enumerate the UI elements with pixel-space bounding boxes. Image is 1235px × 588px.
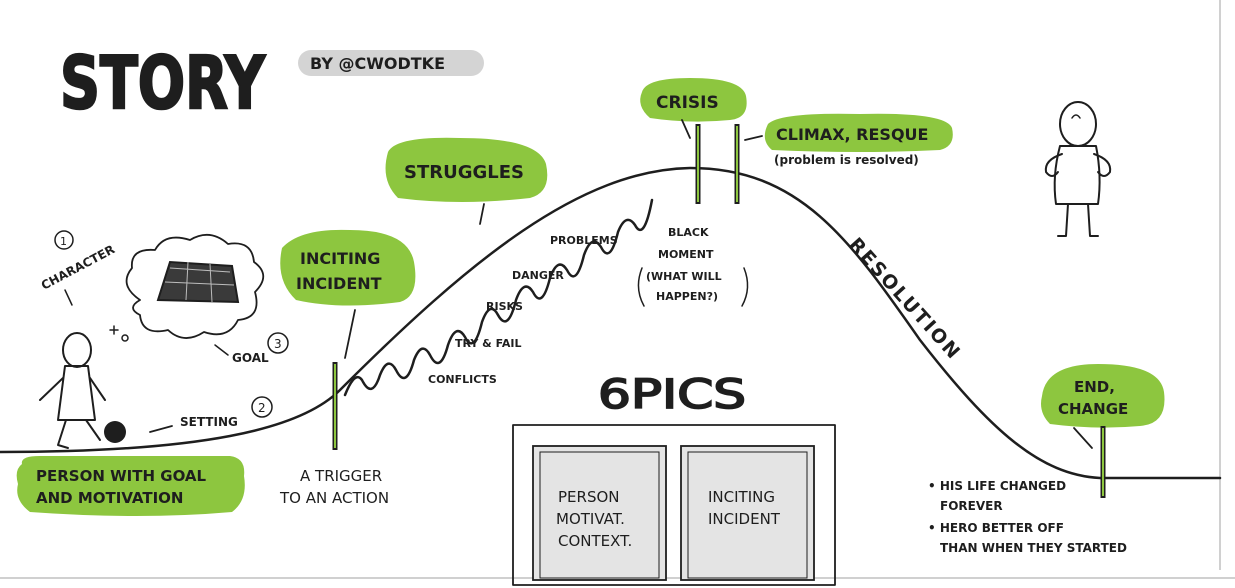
title: STORY [60,41,266,125]
bullet-line-1: • HIS LIFE CHANGED [928,479,1066,493]
danger-label: DANGER [512,269,564,282]
pic-card-2 [680,445,815,581]
pic-card-1 [532,445,667,581]
climax-sub: (problem is resolved) [774,153,919,167]
climax-bubble [764,113,953,152]
character-label: CHARACTER [39,242,117,292]
risks-label: RISKS [486,300,523,313]
crisis-label: CRISIS [656,93,719,113]
person-goal-line-2: AND MOTIVATION [36,489,183,507]
inciting-line-1: INCITING [300,249,380,268]
pic-2-line-1: INCITING [708,488,775,506]
black-moment-line-4: HAPPEN?) [656,290,718,303]
try-fail-label: TRY & FAIL [455,337,521,350]
soccer-ball-icon [104,421,126,443]
goal-number: 3 [274,337,282,351]
thought-dot-large [121,334,129,342]
bullet-line-2: FOREVER [940,499,1003,513]
goal-pointer [214,344,229,356]
black-moment-line-3: (WHAT WILL [646,270,722,283]
inciting-line-2: INCIDENT [296,274,382,293]
pic-1-line-1: PERSON [558,488,620,506]
inciting-bubble [280,229,416,306]
struggles-bubble [385,137,548,202]
goal-net-icon [156,260,240,304]
conflicts-label: CONFLICTS [428,373,497,386]
bullet-line-3: • HERO BETTER OFF [928,521,1064,535]
black-moment-line-2: MOMENT [658,248,714,261]
black-moment-left-paren [637,267,645,307]
goal-number-circle [267,332,289,354]
character-pointer [64,289,73,306]
character-number-circle [54,230,74,250]
setting-number-circle [251,396,273,418]
black-moment-line-1: BLACK [668,226,709,239]
bullet-line-4: THAN WHEN THEY STARTED [940,541,1127,555]
pic-1-line-2: MOTIVAT. [556,510,625,528]
end-pointer [1073,427,1093,449]
person-goal-bubble [16,456,245,516]
pics-frame [512,424,836,586]
pics-title: 6PICS [598,372,746,418]
problems-label: PROBLEMS [550,234,618,247]
byline-badge [298,50,484,76]
pic-2-line-2: INCIDENT [708,510,781,528]
hero-figure [1044,101,1112,237]
crisis-pointer [681,119,691,139]
setting-number: 2 [258,401,266,415]
character-figure [39,332,106,449]
goal-label: GOAL [232,351,269,365]
pic-card-1-inner [539,451,660,579]
end-bubble [1041,364,1165,428]
trigger-line-2: TO AN ACTION [279,489,389,507]
story-arc-line [0,166,1222,480]
thought-cloud [125,234,265,339]
setting-pointer [149,425,173,433]
end-line-2: CHANGE [1058,400,1128,418]
byline: BY @CWODTKE [310,54,445,73]
pic-1-line-3: CONTEXT. [558,532,632,550]
black-moment-right-paren [741,267,749,307]
resolution-label: RESOLUTION [844,234,965,365]
setting-label: SETTING [180,415,238,429]
trigger-line-1: A TRIGGER [300,467,382,485]
struggles-pointer [479,203,485,225]
climax-pointer [744,135,763,141]
pic-card-2-inner [687,451,808,579]
end-line-1: END, [1074,378,1115,396]
inciting-pointer [344,309,356,359]
struggles-label: STRUGGLES [404,162,524,183]
struggle-wave [343,198,654,397]
crisis-bubble [640,78,747,122]
person-goal-line-1: PERSON WITH GOAL [36,467,207,485]
character-number: 1 [60,235,67,248]
climax-label: CLIMAX, RESQUE [776,125,928,144]
